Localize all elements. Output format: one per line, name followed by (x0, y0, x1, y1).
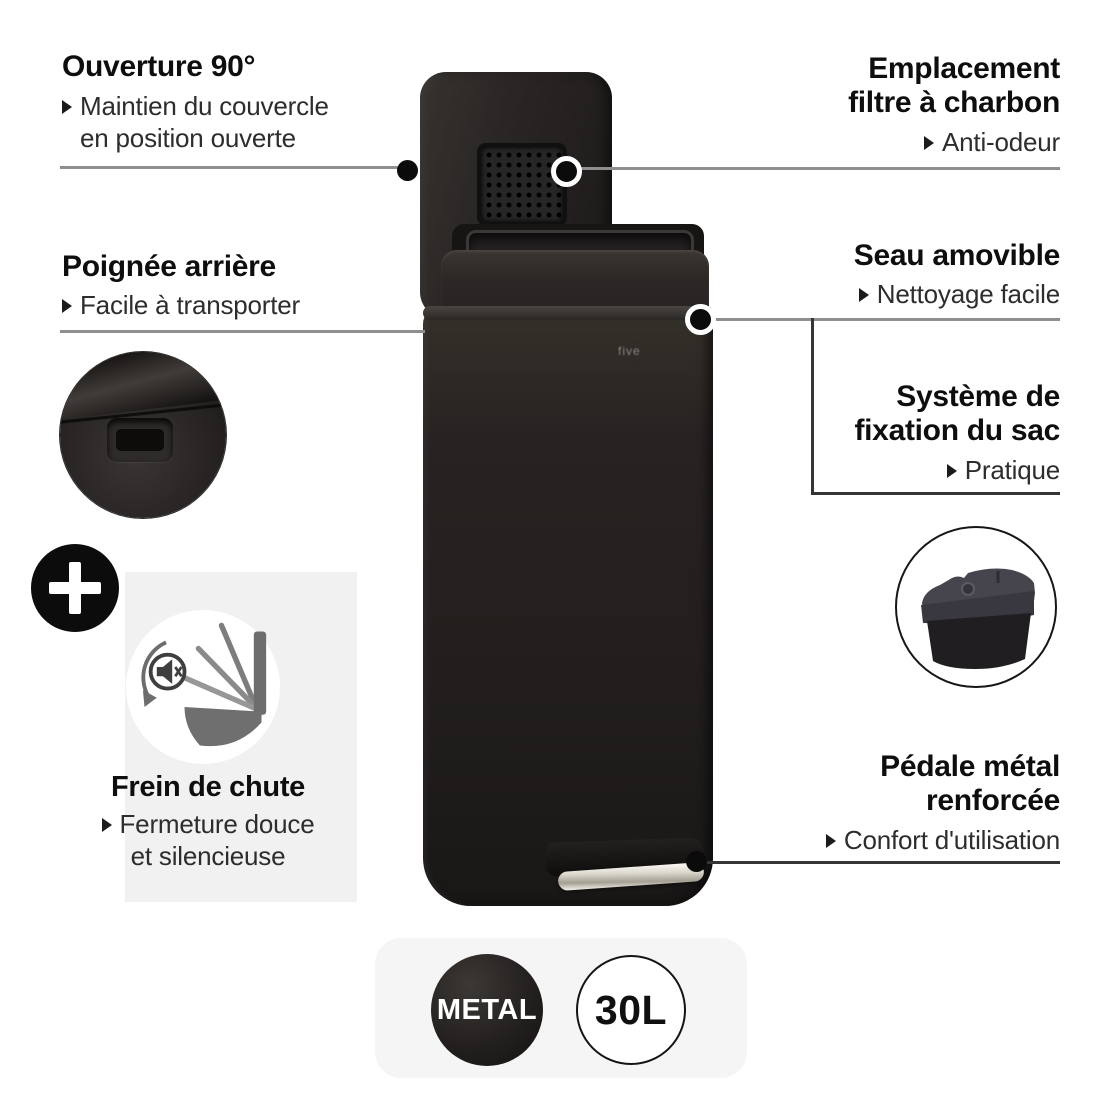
feature-opening: Ouverture 90° Maintien du couvercle en p… (62, 50, 422, 154)
feature-brake-desc: Fermeture douce et silencieuse (83, 808, 333, 872)
callout-line-bucket (700, 318, 1060, 321)
callout-line-handle (60, 330, 425, 333)
soft-close-icon-circle (126, 610, 280, 764)
feature-bucket-title: Seau amovible (853, 239, 1061, 272)
feature-handle-title: Poignée arrière (62, 250, 276, 283)
bullet-triangle-icon (825, 834, 836, 848)
capacity-badge: 30L (576, 955, 686, 1065)
bucket-rim-hole (961, 582, 975, 596)
callout-dot-bucket (685, 304, 716, 335)
feature-pedal-desc: Confort d'utilisation (700, 824, 1060, 856)
bullet-triangle-icon (62, 299, 72, 313)
bucket-detail-photo (895, 526, 1057, 688)
feature-brake: Frein de chute Fermeture douce et silenc… (83, 770, 333, 872)
callout-line-filter (578, 167, 1060, 170)
callout-line-opening (60, 166, 407, 169)
material-badge: METAL (431, 954, 543, 1066)
feature-bag-desc: Pratique (700, 454, 1060, 486)
carbon-filter-plate (477, 143, 567, 226)
bucket-body (927, 613, 1031, 669)
feature-brake-title: Frein de chute (111, 771, 305, 803)
handle-slot (107, 418, 173, 462)
bin-body-rim (423, 306, 713, 320)
handle-detail-photo (60, 352, 226, 518)
callout-line-bag-vertical (811, 318, 814, 495)
feature-filter-desc: Anti-odeur (700, 126, 1060, 158)
bin-body (423, 306, 713, 906)
callout-dot-filter (551, 156, 582, 187)
feature-handle: Poignée arrière Facile à transporter (62, 250, 422, 321)
brand-logo: five (618, 344, 641, 358)
callout-line-pedal (697, 861, 1060, 864)
handle-slot-hole (116, 429, 164, 451)
feature-opening-desc: Maintien du couvercle en position ouvert… (62, 90, 422, 154)
feature-bucket: Seau amovible Nettoyage facile (700, 239, 1061, 310)
feature-bucket-desc: Nettoyage facile (700, 278, 1060, 310)
bullet-triangle-icon (858, 288, 869, 302)
callout-dot-opening (397, 160, 418, 181)
plus-icon (31, 544, 119, 632)
callout-line-bag-bottom (811, 492, 1060, 495)
bullet-triangle-icon (62, 100, 72, 114)
soft-close-icon (141, 622, 267, 747)
callout-dot-pedal (686, 851, 707, 872)
bullet-triangle-icon (924, 136, 935, 150)
bullet-triangle-icon (946, 464, 957, 478)
bullet-triangle-icon (101, 818, 112, 832)
feature-handle-desc: Facile à transporter (62, 289, 422, 321)
feature-opening-title: Ouverture 90° (62, 50, 256, 83)
